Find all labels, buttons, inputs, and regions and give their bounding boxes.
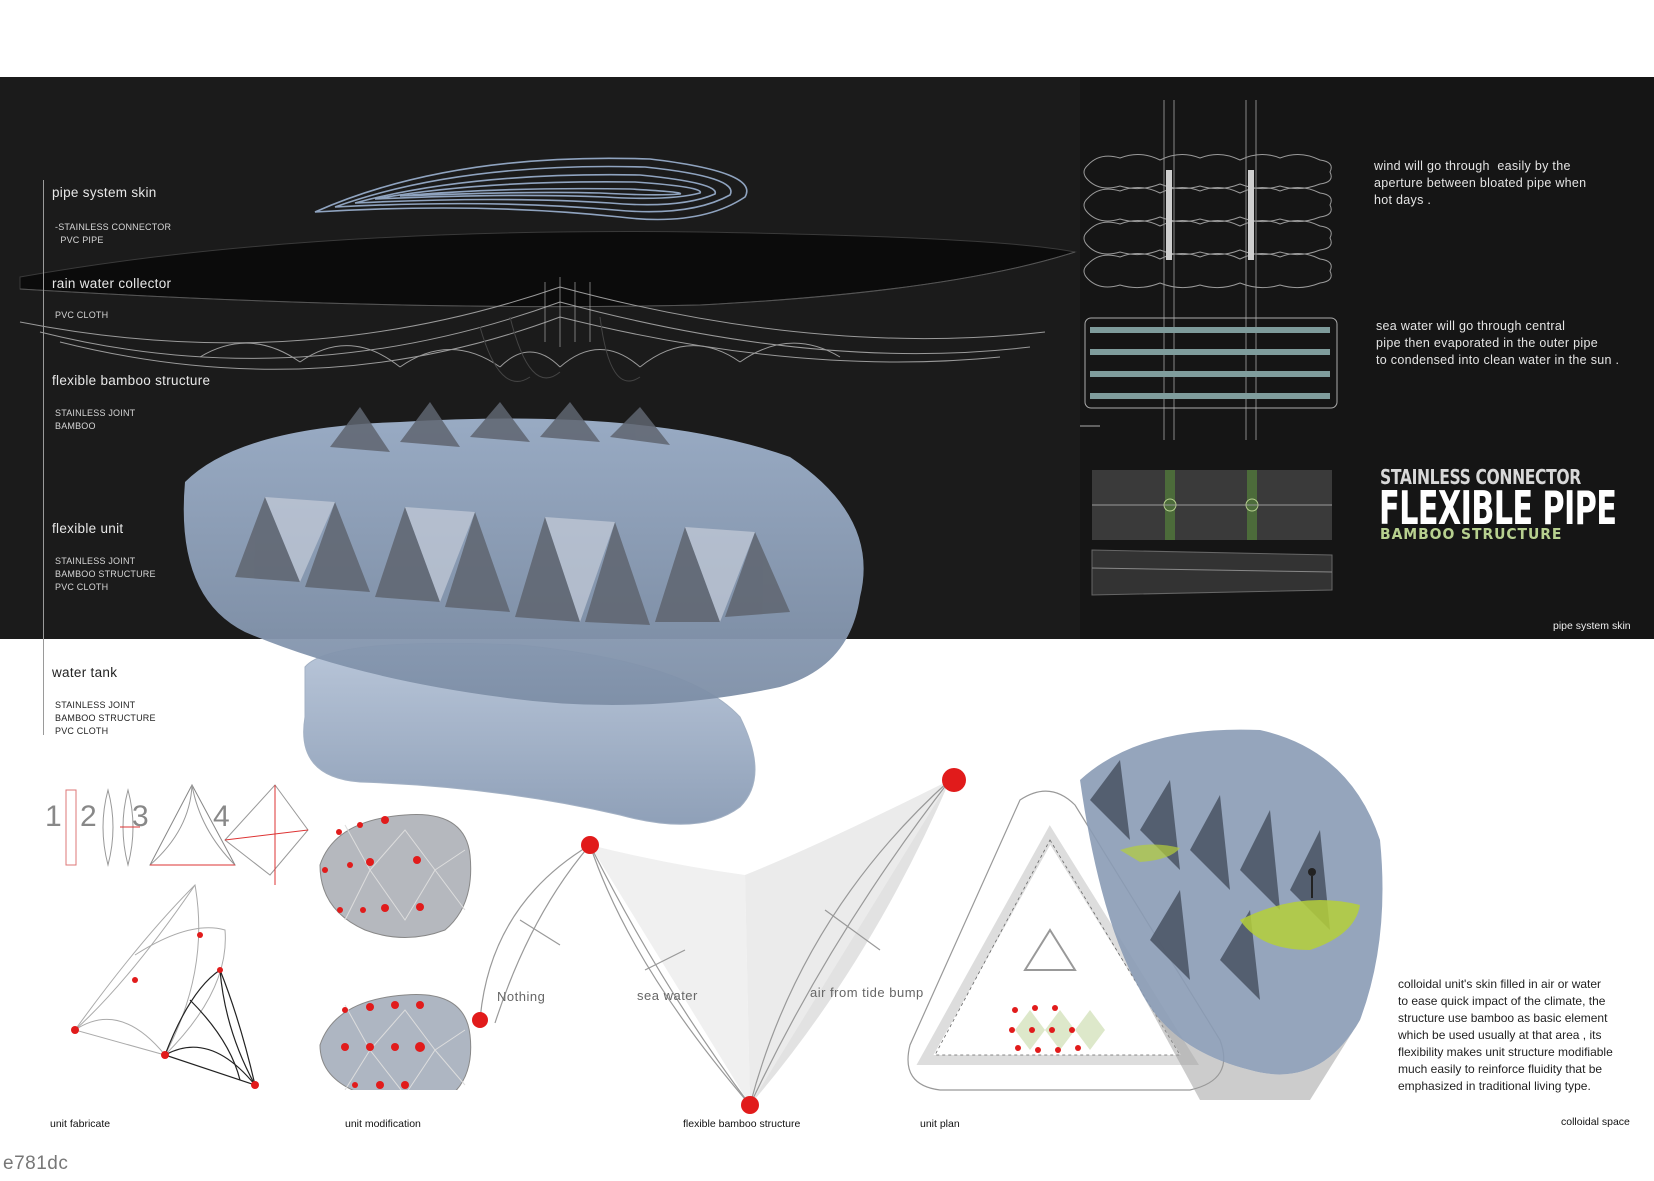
step-number-1: 1	[45, 800, 62, 833]
layer-materials-rain-collector: PVC CLOTH	[55, 310, 109, 320]
exploded-axonometric-illustration	[19, 157, 1077, 825]
colloidal-description: colloidal unit's skin filled in air or w…	[1398, 977, 1613, 1093]
layer-title-bamboo-structure: flexible bamboo structure	[52, 373, 211, 388]
flow-label-sea-water: sea water	[637, 988, 698, 1003]
layer-title-pipe-skin: pipe system skin	[52, 185, 157, 200]
layer-title-flexible-unit: flexible unit	[52, 521, 124, 536]
step-number-3: 3	[132, 800, 149, 833]
image-code: e781dc	[3, 1153, 69, 1174]
layer-materials-flexible-unit: STAINLESS JOINT BAMBOO STRUCTURE PVC CLO…	[55, 556, 156, 592]
caption-flexible-bamboo-structure: flexible bamboo structure	[683, 1118, 801, 1130]
colloidal-space-perspective	[1080, 729, 1383, 1100]
flow-label-nothing: Nothing	[497, 989, 546, 1004]
wind-note: wind will go through easily by the apert…	[1374, 159, 1587, 207]
caption-unit-modification: unit modification	[345, 1118, 421, 1130]
flexible-unit-folds	[235, 402, 790, 625]
caption-unit-fabricate: unit fabricate	[50, 1118, 111, 1130]
flat-pipes	[1090, 327, 1330, 399]
layer-title-water-tank: water tank	[52, 665, 118, 680]
heading-bamboo-structure: BAMBOO STRUCTURE	[1380, 525, 1563, 543]
step-number-2: 2	[80, 800, 97, 833]
layer-materials-pipe-skin: -STAINLESS CONNECTOR PVC PIPE	[55, 222, 172, 245]
layer-axis-line	[43, 180, 44, 735]
caption-pipe-system-skin: pipe system skin	[1553, 620, 1631, 632]
unit-fabricate-steps-diagram	[65, 783, 309, 885]
pipe-skin-shape	[314, 157, 748, 221]
unit-modification-diagram	[319, 814, 472, 1090]
layer-title-rain-collector: rain water collector	[52, 276, 172, 291]
layer-materials-water-tank: STAINLESS JOINT BAMBOO STRUCTURE PVC CLO…	[55, 700, 156, 736]
pipe-detail-panel	[1080, 77, 1654, 639]
rain-collector-shape	[19, 231, 1077, 308]
layer-materials-bamboo-structure: STAINLESS JOINT BAMBOO	[55, 408, 136, 431]
bloated-pipes	[1083, 154, 1332, 289]
unit-fabricate-assembly-diagram	[71, 883, 259, 1089]
step-number-4: 4	[213, 800, 230, 833]
unit-plan-diagram	[907, 790, 1225, 1091]
heading-flexible-pipe: FLEXIBLE PIPE	[1379, 481, 1617, 535]
sea-water-note: sea water will go through central pipe t…	[1376, 319, 1620, 367]
pipe-detail-diagrams	[1080, 100, 1338, 596]
flexible-unit-shape	[183, 418, 864, 705]
connector-blocks	[1091, 470, 1333, 596]
heading-stainless-connector: STAINLESS CONNECTOR	[1380, 465, 1581, 489]
caption-colloidal-space: colloidal space	[1561, 1116, 1630, 1128]
caption-unit-plan: unit plan	[920, 1118, 960, 1130]
flow-label-air-from-tide-bump: air from tide bump	[810, 985, 924, 1000]
flexible-bamboo-flow-diagram	[472, 768, 966, 1114]
